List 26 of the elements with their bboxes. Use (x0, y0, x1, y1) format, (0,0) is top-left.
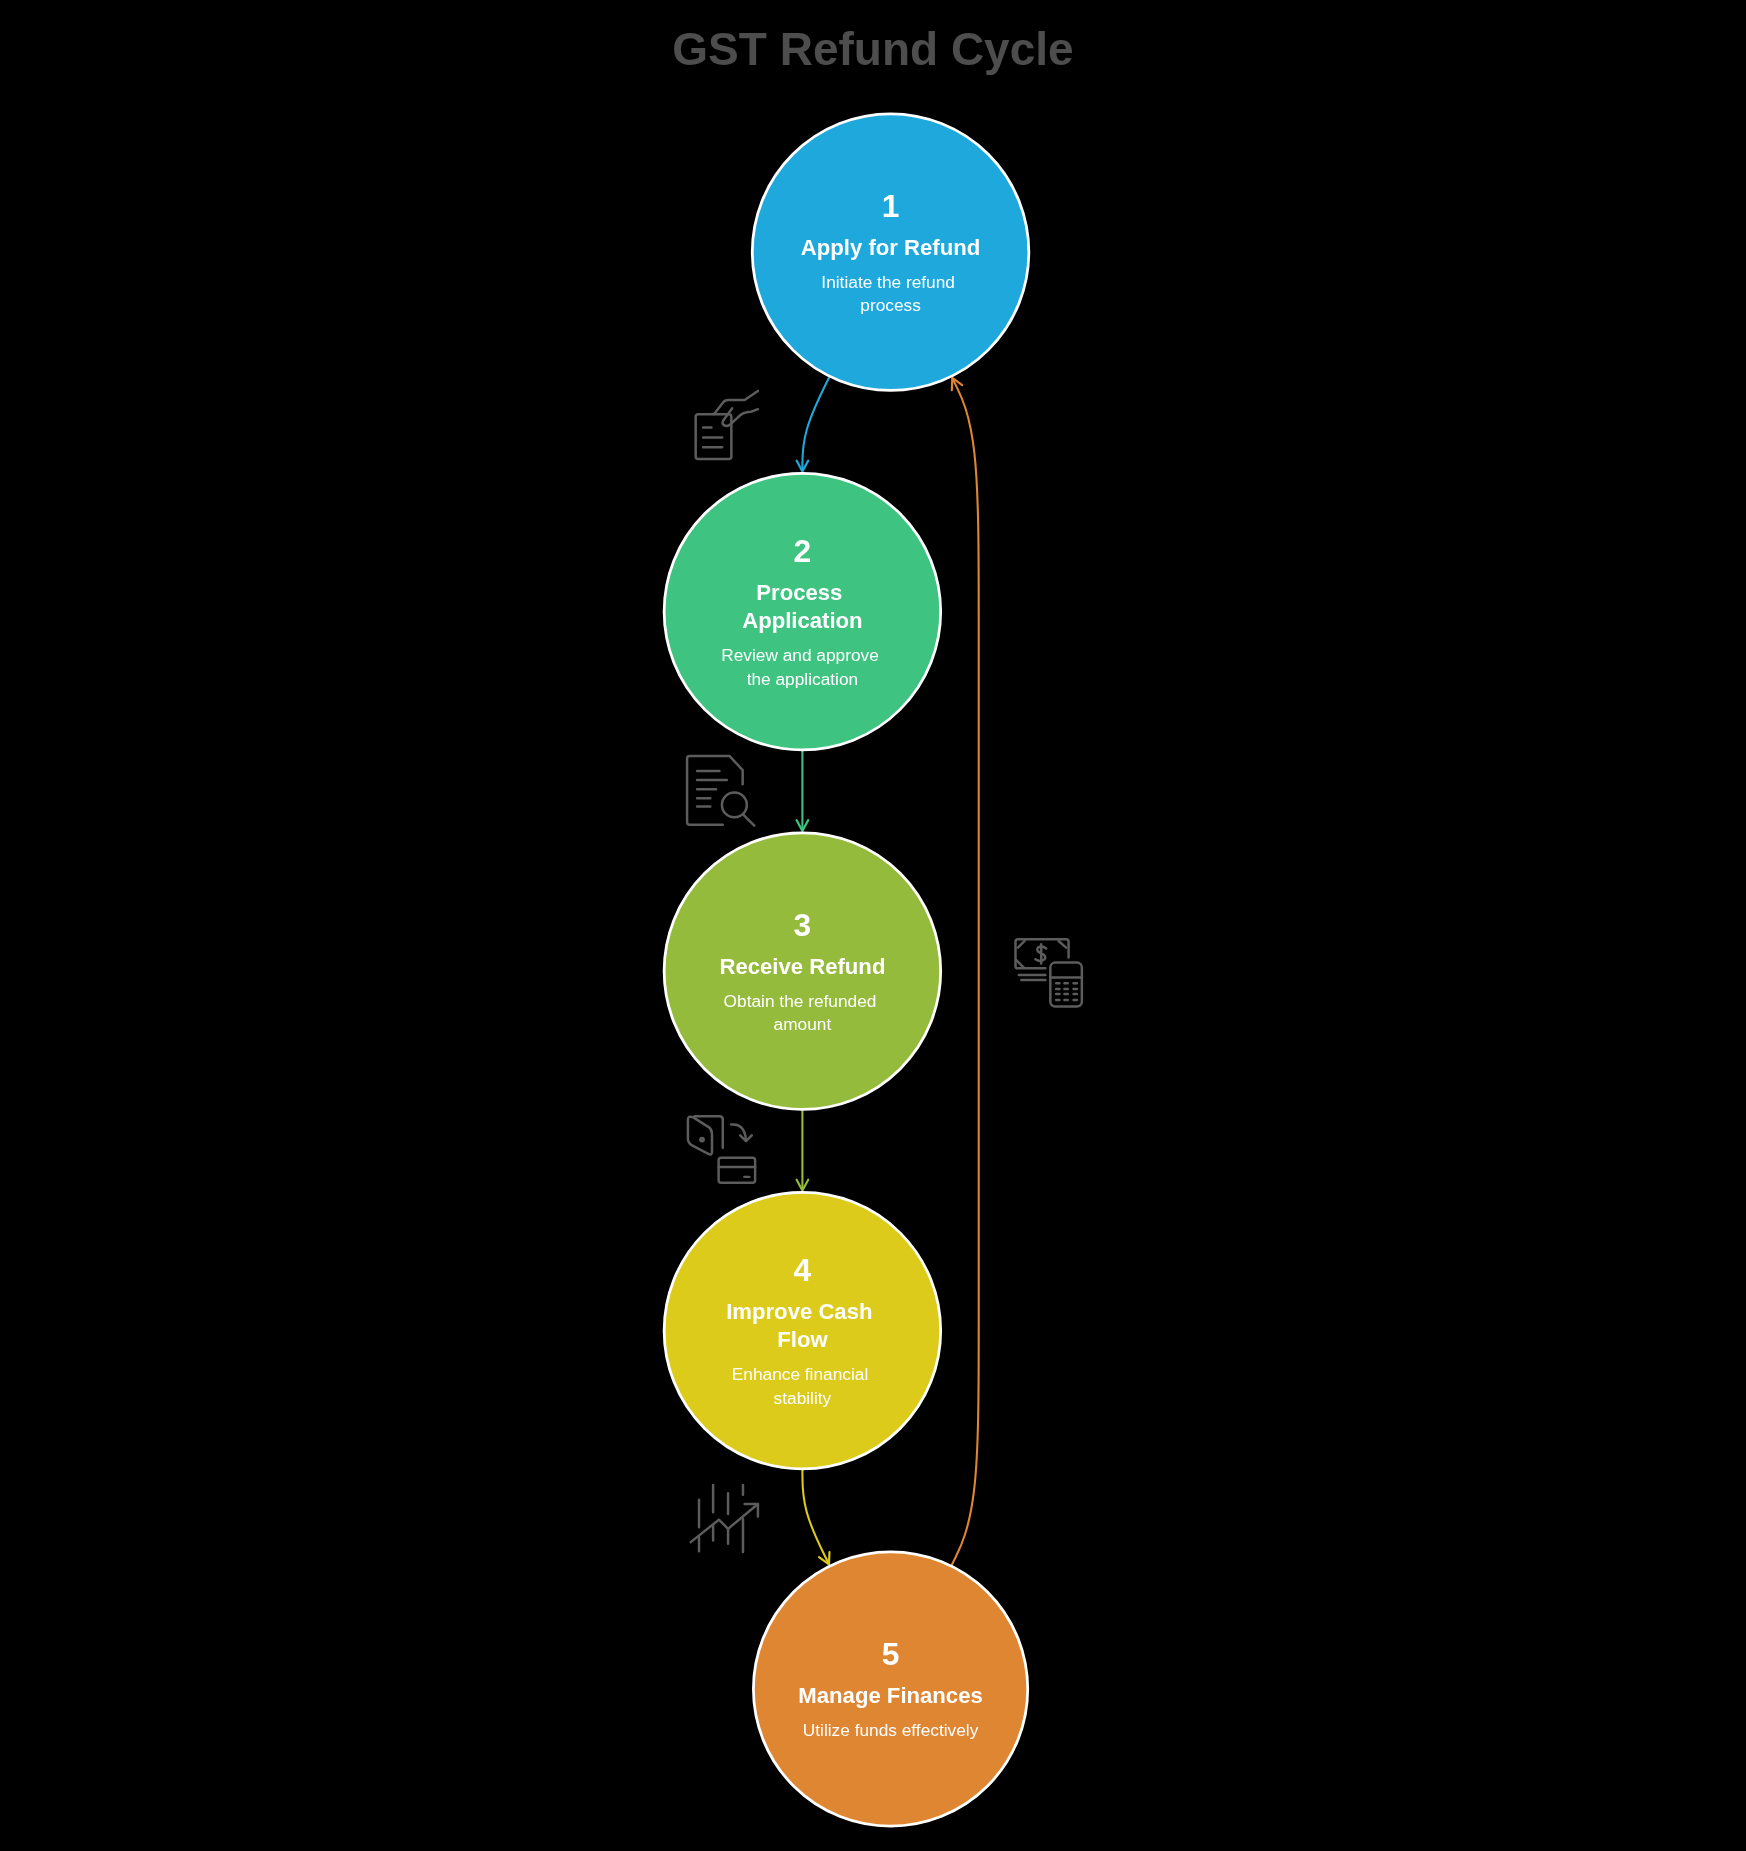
arrow (795, 1109, 810, 1192)
step-circle (662, 831, 943, 1111)
step-circle (750, 112, 1031, 392)
arrow (795, 375, 831, 473)
step-title: Improve Cash Flow (725, 1298, 874, 1354)
diagram-title: GST Refund Cycle (672, 22, 1074, 76)
step-title: Apply for Refund (800, 233, 981, 261)
step-circle (662, 1190, 943, 1471)
arrow (950, 376, 980, 1567)
step-description: Utilize funds effectively (802, 1719, 979, 1742)
step-title: Receive Refund (719, 952, 886, 980)
arrow (801, 1468, 831, 1566)
step-number: 2 (793, 532, 812, 571)
step-description: Review and approve the application (720, 644, 880, 691)
step-circle (752, 1550, 1030, 1828)
step-title: Process Application (741, 579, 864, 635)
step-circle (662, 471, 943, 752)
step-title: Manage Finances (798, 1682, 983, 1710)
step-description: Obtain the refunded amount (722, 990, 878, 1036)
step-number: 4 (793, 1251, 812, 1290)
step-number: 1 (881, 186, 900, 226)
step-description: Initiate the refund process (820, 271, 956, 317)
step-number: 3 (793, 905, 812, 945)
arrow (795, 749, 810, 832)
step-description: Enhance financial stability (730, 1363, 870, 1410)
step-number: 5 (881, 1635, 900, 1674)
